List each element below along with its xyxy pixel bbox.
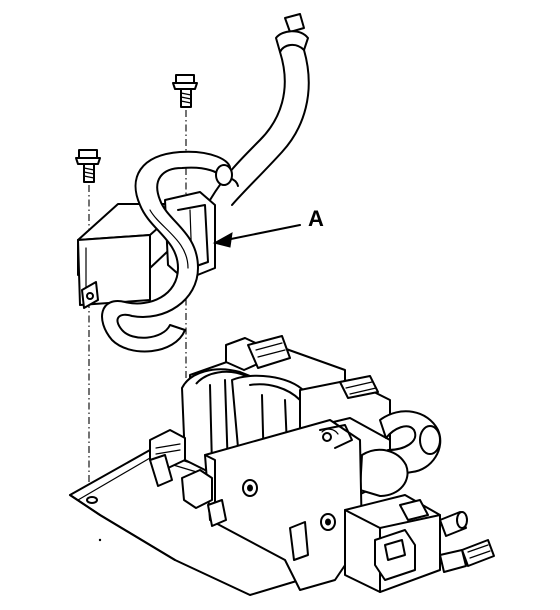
bolt-left-icon [75, 149, 101, 183]
bolt-right-icon [172, 74, 198, 108]
s-hose [101, 150, 233, 353]
callout-label-a: A [308, 206, 324, 231]
upper-hose [209, 13, 310, 206]
stray-dot [98, 538, 102, 542]
front-plate [204, 419, 363, 591]
left-clips [149, 429, 227, 527]
callout-a: A [212, 206, 324, 248]
valve-assembly [344, 494, 495, 593]
